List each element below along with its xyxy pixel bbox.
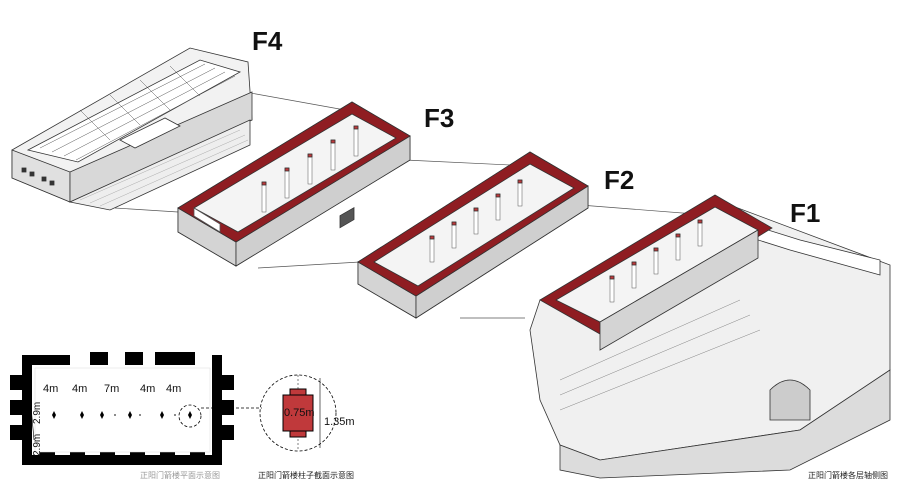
column-diameter-label: 0.75m	[284, 407, 315, 419]
floor-label-f2: F2	[604, 165, 634, 195]
floor-f4-roof	[11, 47, 253, 211]
floor-plan: 4m 4m 7m 4m 4m 2.9m 2.9m	[10, 352, 262, 465]
column-section: 0.75m 1.35m	[259, 374, 355, 452]
bay-width-4: 4m	[140, 383, 155, 395]
floor-f3	[177, 101, 411, 267]
bay-width-1: 4m	[43, 383, 58, 395]
column-outer-label: 1.35m	[324, 416, 355, 428]
plan-caption: 正阳门箭楼平面示意图	[140, 470, 220, 480]
floor-label-f1: F1	[790, 198, 820, 228]
column-caption: 正阳门箭楼柱子截面示意图	[258, 470, 354, 480]
floor-connector-lines	[114, 91, 709, 319]
depth-label-b: 2.9m	[32, 434, 43, 456]
floor-label-f3: F3	[424, 103, 454, 133]
axonometric-caption: 正阳门箭楼各层轴侧图	[808, 470, 888, 480]
bay-width-5: 4m	[166, 383, 181, 395]
bay-width-3: 7m	[104, 383, 119, 395]
floor-label-f4: F4	[252, 26, 283, 56]
depth-label-a: 2.9m	[32, 402, 43, 424]
column-highlight-circle	[178, 404, 202, 428]
floor-f2	[357, 151, 589, 319]
bay-width-2: 4m	[72, 383, 87, 395]
floor-f1	[529, 194, 891, 479]
